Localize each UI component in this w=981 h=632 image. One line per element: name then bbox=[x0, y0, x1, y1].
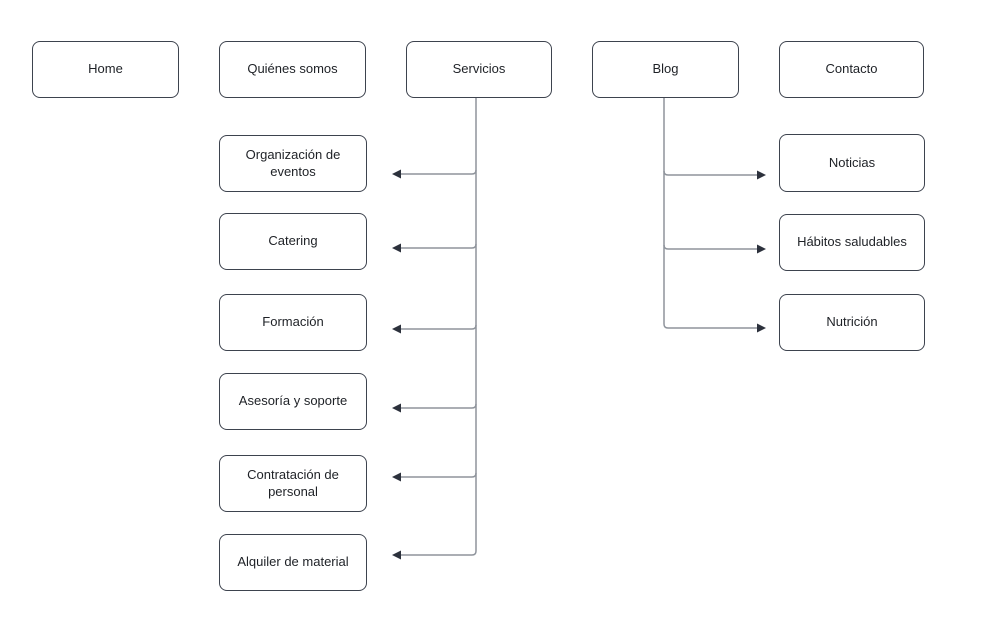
node-label: Nutrición bbox=[826, 314, 878, 330]
node-home[interactable]: Home bbox=[32, 41, 179, 98]
node-label: Asesoría y soporte bbox=[238, 393, 348, 409]
node-asesoria-y-soporte[interactable]: Asesoría y soporte bbox=[219, 373, 367, 430]
node-formacion[interactable]: Formación bbox=[219, 294, 367, 351]
node-label: Noticias bbox=[828, 154, 876, 170]
arrowhead-right-icon bbox=[757, 170, 766, 180]
branch-organizacion-line bbox=[401, 169, 477, 175]
branch-formacion-line bbox=[401, 324, 477, 330]
node-label: Home bbox=[88, 61, 123, 77]
arrowhead-left-icon bbox=[392, 243, 401, 253]
node-label: Blog bbox=[652, 61, 679, 77]
node-blog[interactable]: Blog bbox=[592, 41, 739, 98]
arrowhead-left-icon bbox=[392, 472, 401, 482]
branch-contratacion-line bbox=[401, 472, 477, 478]
arrowhead-left-icon bbox=[392, 324, 401, 334]
node-label: Servicios bbox=[452, 61, 506, 77]
node-noticias[interactable]: Noticias bbox=[779, 134, 925, 192]
node-label: Hábitos saludables bbox=[797, 234, 907, 250]
blog-trunk-line bbox=[663, 98, 757, 329]
node-quienes-somos[interactable]: Quiénes somos bbox=[219, 41, 366, 98]
branch-catering-line bbox=[401, 243, 477, 249]
arrowhead-right-icon bbox=[757, 323, 766, 333]
node-label: Quiénes somos bbox=[247, 61, 338, 77]
node-contratacion-de-personal[interactable]: Contratación de personal bbox=[219, 455, 367, 512]
node-label: Contacto bbox=[825, 61, 878, 77]
node-nutricion[interactable]: Nutrición bbox=[779, 294, 925, 351]
node-alquiler-de-material[interactable]: Alquiler de material bbox=[219, 534, 367, 591]
arrowhead-left-icon bbox=[392, 169, 401, 179]
branch-asesoria-line bbox=[401, 403, 477, 409]
node-servicios[interactable]: Servicios bbox=[406, 41, 552, 98]
node-habitos-saludables[interactable]: Hábitos saludables bbox=[779, 214, 925, 271]
servicios-trunk-line bbox=[401, 98, 477, 556]
branch-habitos-line bbox=[663, 244, 757, 250]
node-contacto[interactable]: Contacto bbox=[779, 41, 924, 98]
node-label: Formación bbox=[262, 314, 324, 330]
arrowhead-left-icon bbox=[392, 403, 401, 413]
branch-noticias-line bbox=[663, 170, 757, 176]
node-label: Alquiler de material bbox=[237, 554, 349, 570]
node-organizacion-de-eventos[interactable]: Organización de eventos bbox=[219, 135, 367, 192]
node-label: Contratación de personal bbox=[247, 466, 339, 499]
arrowhead-left-icon bbox=[392, 550, 401, 560]
arrowhead-right-icon bbox=[757, 244, 766, 254]
node-catering[interactable]: Catering bbox=[219, 213, 367, 270]
node-label: Catering bbox=[268, 233, 318, 249]
node-label: Organización de eventos bbox=[245, 146, 341, 179]
